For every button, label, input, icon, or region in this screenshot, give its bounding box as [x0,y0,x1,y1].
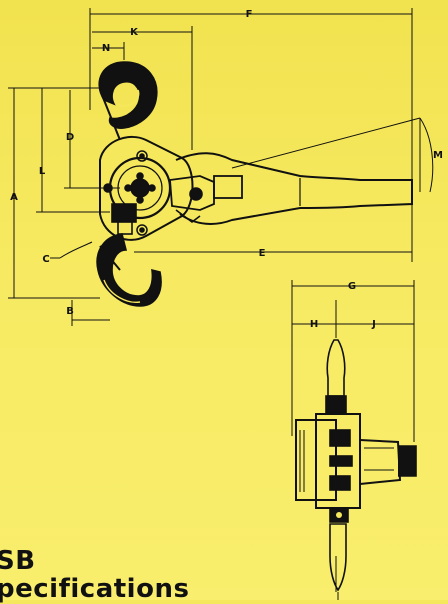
side-view-dimension-lines [8,8,434,326]
dim-label-L: L [39,166,46,177]
dim-label-C: C [42,254,49,265]
dim-label-N: N [102,43,110,54]
dim-label-B: B [66,306,74,317]
dim-label-F: F [246,9,253,20]
side-view-dimension-labels: F K N A L D E C B M [10,9,443,317]
top-hook-drawing [98,61,158,129]
front-bottom-hook-drawing [329,523,347,592]
model-title: SB [0,546,36,576]
dim-label-G: G [348,281,356,292]
dim-label-D: D [66,132,74,143]
front-top-hook-drawing [326,339,346,397]
front-view-dimension-lines [291,280,415,442]
dim-label-E: E [259,248,266,259]
specifications-title: pecifications [0,574,190,604]
dim-label-A: A [10,192,18,203]
front-view-dimension-labels: G H J [310,281,376,330]
page-heading: SB pecifications [0,548,296,602]
dim-label-H: H [310,319,318,330]
dim-label-M: M [433,150,443,161]
side-view [96,61,413,307]
dim-label-K: K [130,27,139,38]
dim-label-J: J [371,319,376,330]
bottom-hook-drawing [96,233,162,307]
lever-handle-drawing [175,152,413,225]
front-view [295,300,417,600]
